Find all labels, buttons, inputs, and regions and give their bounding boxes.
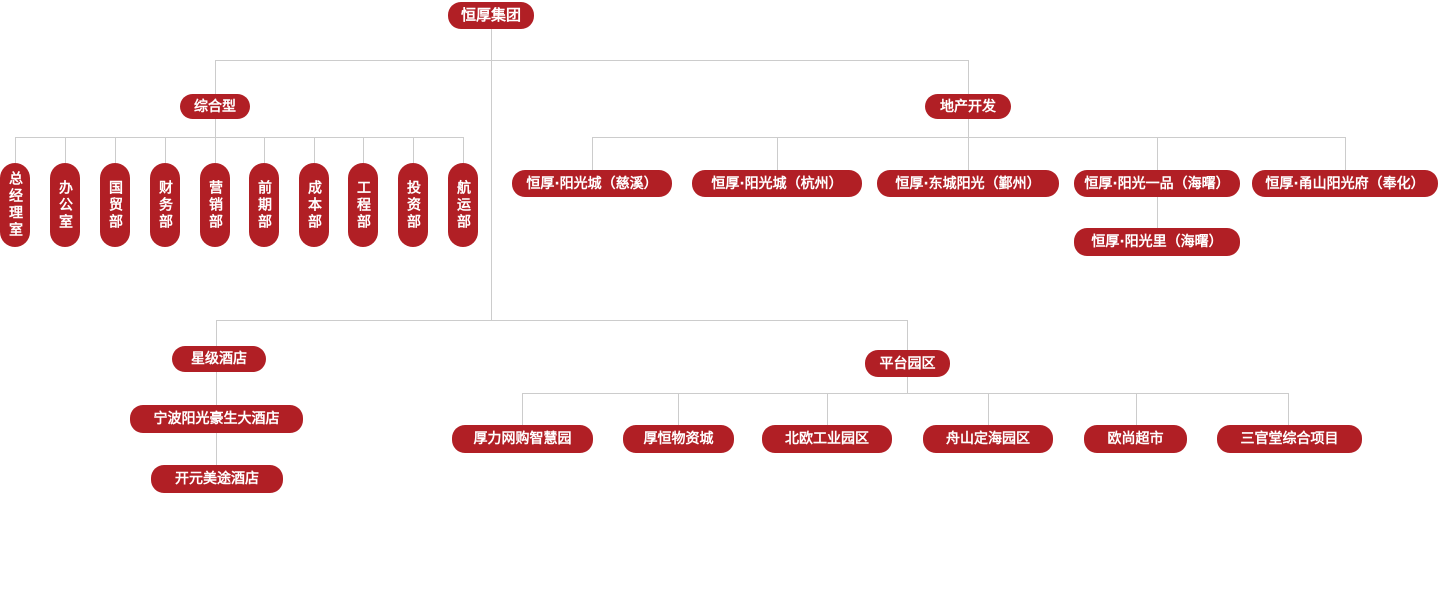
connector-level2: [216, 320, 907, 321]
connector-drop: [165, 137, 166, 163]
connector-departments: [15, 137, 463, 138]
node-project: 恒厚·阳光城（慈溪）: [512, 170, 672, 197]
connector-drop: [522, 393, 523, 425]
node-department: 投资部: [398, 163, 428, 247]
node-division-hotel: 星级酒店: [172, 346, 266, 372]
node-group-root: 恒厚集团: [448, 2, 534, 29]
node-hotel: 宁波阳光豪生大酒店: [130, 405, 303, 433]
connector-drop: [1157, 137, 1158, 170]
node-project: 恒厚·阳光城（杭州）: [692, 170, 862, 197]
node-division-park: 平台园区: [865, 350, 950, 377]
connector-drop: [827, 393, 828, 425]
node-department: 前期部: [249, 163, 279, 247]
node-project: 恒厚·阳光一品（海曙）: [1074, 170, 1240, 197]
connector-drop: [463, 137, 464, 163]
node-department: 营销部: [200, 163, 230, 247]
connector-drop: [678, 393, 679, 425]
node-park: 厚恒物资城: [623, 425, 734, 453]
node-department: 成本部: [299, 163, 329, 247]
node-division-comprehensive: 综合型: [180, 94, 250, 119]
connector-realestate-down: [968, 119, 969, 137]
connector-drop: [215, 137, 216, 163]
connector-drop: [264, 137, 265, 163]
node-subproject: 恒厚·阳光里（海曙）: [1074, 228, 1240, 256]
connector-drop: [65, 137, 66, 163]
connector-subproject-drop: [1157, 197, 1158, 228]
node-park: 厚力网购智慧园: [452, 425, 593, 453]
node-department: 财务部: [150, 163, 180, 247]
connector-drop: [363, 137, 364, 163]
connector-riser-comprehensive: [215, 60, 216, 94]
connector-drop: [1136, 393, 1137, 425]
connector-drop: [1345, 137, 1346, 170]
connector-drop: [314, 137, 315, 163]
connector-park-drop: [907, 320, 908, 350]
connector-comprehensive-down: [215, 119, 216, 137]
node-park: 三官堂综合项目: [1217, 425, 1362, 453]
node-department: 办公室: [50, 163, 80, 247]
node-project: 恒厚·甬山阳光府（奉化）: [1252, 170, 1438, 197]
connector-hotel-chain: [216, 320, 217, 465]
connector-drop: [413, 137, 414, 163]
connector-drop: [988, 393, 989, 425]
node-park: 舟山定海园区: [923, 425, 1053, 453]
connector-root-trunk: [491, 29, 492, 320]
connector-drop: [1288, 393, 1289, 425]
connector-riser-realestate: [968, 60, 969, 94]
connector-drop: [15, 137, 16, 163]
connector-drop: [968, 137, 969, 170]
node-department: 国贸部: [100, 163, 130, 247]
node-park: 北欧工业园区: [762, 425, 892, 453]
connector-level1: [215, 60, 968, 61]
connector-parks: [522, 393, 1288, 394]
connector-drop: [777, 137, 778, 170]
node-department: 总经理室: [0, 163, 30, 247]
node-department: 工程部: [348, 163, 378, 247]
connector-drop: [115, 137, 116, 163]
node-division-realestate: 地产开发: [925, 94, 1011, 119]
connector-drop: [592, 137, 593, 170]
node-hotel: 开元美途酒店: [151, 465, 283, 493]
connector-park-down: [907, 377, 908, 393]
node-department: 航运部: [448, 163, 478, 247]
node-park: 欧尚超市: [1084, 425, 1187, 453]
node-project: 恒厚·东城阳光（鄞州）: [877, 170, 1059, 197]
